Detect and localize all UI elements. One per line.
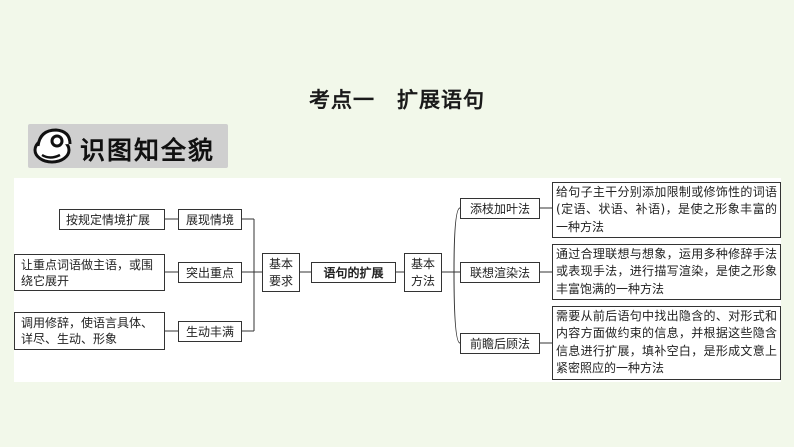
method-detail: 通过合理联想与想象，运用多种修辞手法或表现手法，进行描写渲染，是使之形象丰富饱满…: [552, 244, 781, 300]
connector-lines: [165, 207, 552, 344]
hub-line: 基本: [410, 256, 435, 271]
hub-line: 方法: [410, 273, 435, 288]
basic-requirements-node: 基本 要求: [262, 253, 300, 292]
requirement-detail: 按规定情境扩展: [59, 209, 165, 230]
requirement-label: 展现情境: [178, 209, 242, 230]
requirement-detail: 让重点词语做主语，或围绕它展开: [14, 254, 165, 291]
basic-methods-node: 基本 方法: [404, 253, 442, 292]
section-banner: 识图知全貌: [28, 124, 228, 168]
method-detail: 给句子主干分别添加限制或修饰性的词语(定语、状语、补语)，是使之形象丰富的一种方…: [552, 182, 781, 238]
mind-map: 按规定情境扩展 让重点词语做主语，或围绕它展开 调用修辞，使语言具体、详尽、生动…: [14, 178, 781, 382]
requirement-detail: 调用修辞，使语言具体、详尽、生动、形象: [14, 312, 165, 350]
center-topic-node: 语句的扩展: [311, 262, 396, 283]
face-icon: [33, 128, 72, 164]
requirement-label: 突出重点: [178, 262, 242, 283]
method-label: 添枝加叶法: [460, 198, 540, 219]
page-title: 考点一 扩展语句: [309, 88, 485, 112]
method-label: 前瞻后顾法: [460, 333, 540, 354]
banner-text: 识图知全貌: [80, 136, 216, 165]
method-label: 联想渲染法: [460, 262, 540, 283]
requirement-label: 生动丰满: [178, 321, 242, 342]
hub-line: 要求: [268, 273, 293, 288]
method-detail: 需要从前后语句中找出隐含的、对形式和内容方面做约束的信息，并根据这些隐含信息进行…: [552, 306, 781, 380]
hub-line: 基本: [268, 256, 293, 271]
